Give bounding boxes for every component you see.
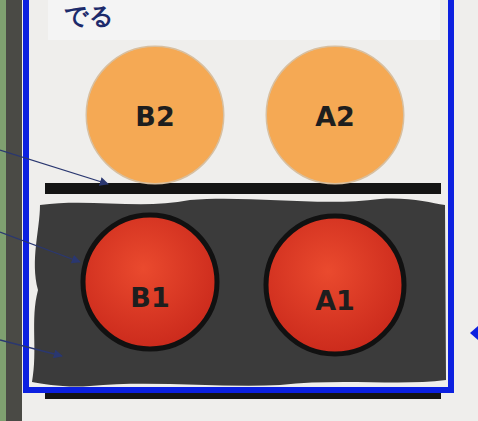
part-label: A1 [263, 286, 407, 316]
pointer-mark [470, 326, 478, 340]
circle-node: A1 [263, 213, 407, 357]
circle-outline [80, 212, 220, 352]
part-label: B2 [85, 102, 225, 132]
heading-box: でる [48, 0, 440, 40]
upper-bar [45, 183, 441, 194]
circle-node: B1 [80, 212, 220, 352]
panel-ground [22, 0, 478, 421]
circle-outline [263, 213, 407, 357]
blue-frame [26, 0, 451, 390]
photo-edge [0, 0, 6, 421]
heading: でる [64, 2, 440, 30]
lower-bar [45, 393, 441, 399]
leader-line [0, 340, 62, 356]
part-label: A2 [265, 102, 405, 132]
part-label: B1 [80, 283, 220, 313]
circle-node: A2 [265, 45, 405, 185]
dark-region [32, 199, 446, 387]
leader-line [0, 232, 80, 262]
leader-line [0, 150, 108, 184]
circle-node: B2 [85, 45, 225, 185]
photo-strip [0, 0, 22, 421]
